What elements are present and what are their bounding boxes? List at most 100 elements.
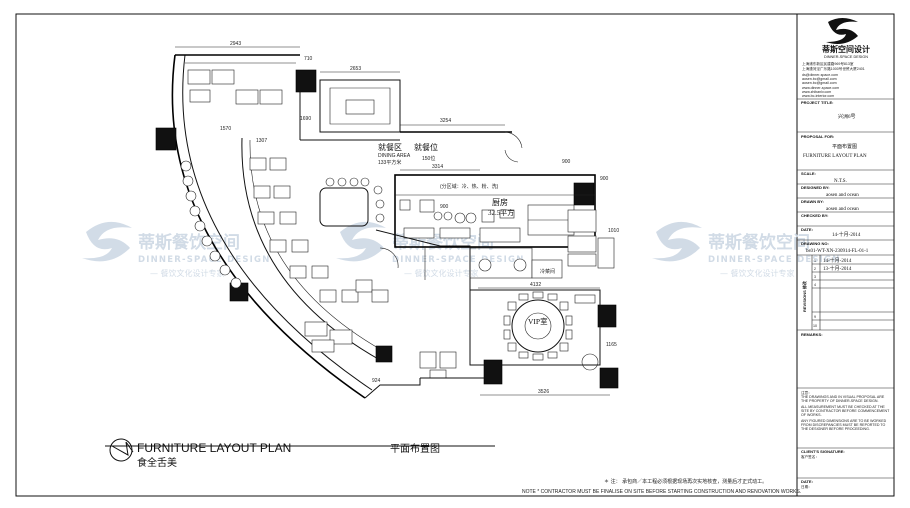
dim-text: 1165 bbox=[606, 342, 617, 348]
column bbox=[597, 304, 617, 328]
dim-text: 900 bbox=[562, 159, 571, 165]
drawing-no-value: bs01-WT-XN-230914-FL-01-1 bbox=[806, 249, 869, 254]
drawn-by-value: aosen and ocean bbox=[826, 207, 859, 212]
watermark-brand: 蒂斯餐饮空间 bbox=[138, 232, 240, 253]
watermark-slogan: — 餐饮文化设计专家 bbox=[404, 268, 479, 278]
remarks-text: 注意： THE DRAWINGS AND IN VISUAL PROPOSAL … bbox=[801, 390, 890, 431]
seats-count: 150位 bbox=[422, 155, 435, 162]
watermark-slogan: — 餐饮文化设计专家 bbox=[720, 268, 795, 278]
watermark-logo-icon bbox=[82, 221, 132, 262]
seats-label: 就餐位 bbox=[414, 142, 438, 152]
watermark-logo-icon bbox=[336, 221, 386, 262]
vip-round-table bbox=[511, 299, 565, 353]
web-line: www.bc-interior.com bbox=[802, 94, 834, 98]
kitchen-label: 厨房 bbox=[492, 197, 508, 207]
dining-area-size: 133平方米 bbox=[378, 159, 401, 166]
project-title-value: 兴洲6号 bbox=[838, 113, 856, 120]
revisions-label: REVISIONS 修改 bbox=[801, 281, 807, 312]
curved-booths bbox=[249, 157, 389, 303]
door-swing bbox=[379, 247, 399, 269]
email-line: aosen.bc@gmail.com bbox=[802, 77, 837, 81]
door-swing bbox=[504, 149, 519, 163]
proposal-label: PROPOSAL FOR: bbox=[801, 134, 834, 139]
revision-date: 13-十月-2014 bbox=[823, 265, 852, 272]
dim-text: 1307 bbox=[256, 138, 267, 144]
web-line: www.zhibanlv.com bbox=[802, 90, 831, 94]
column bbox=[375, 345, 393, 363]
watermark-brand-en: DINNER-SPACE DESIGN bbox=[392, 255, 525, 265]
remark-line: FROM DISCREPANCIES MUST BE REPORTED TO bbox=[801, 423, 886, 427]
vip-room-wall bbox=[469, 289, 601, 366]
remark-line: 注意： bbox=[801, 390, 812, 395]
email-line: ds@dinner-space.com bbox=[802, 73, 838, 77]
watermark-slogan: — 餐饮文化设计专家 bbox=[150, 268, 225, 278]
designed-by-label: DESIGNED BY: bbox=[801, 185, 830, 190]
project-title-label: PROJECT TITLE: bbox=[801, 100, 833, 105]
watermark-brand: 蒂斯餐饮空间 bbox=[708, 232, 810, 253]
drawn-by-label: DRAWN BY: bbox=[801, 199, 824, 204]
date-value: 14-十月-2014 bbox=[832, 231, 861, 238]
address-line: 上海漕河泾广乐路1000号世贸大厦2401 bbox=[802, 66, 865, 71]
company-logo-icon bbox=[826, 18, 858, 44]
scale-label: SCALE: bbox=[801, 171, 816, 176]
client-signature-sub: 客户签名： bbox=[801, 454, 819, 459]
dim-text: 710 bbox=[304, 56, 313, 62]
column bbox=[573, 182, 595, 206]
revision-no: 4 bbox=[814, 283, 816, 287]
remark-line: THE DESIGNER BEFORE PROCEEDING. bbox=[801, 427, 870, 431]
column bbox=[295, 69, 317, 93]
remark-line: ANY FIGURED DIMENSIONS ARE TO BE WORKED bbox=[801, 419, 887, 423]
checked-by-label: CHECKED BY: bbox=[801, 213, 828, 218]
proposal-cn: 平面布置图 bbox=[832, 143, 857, 150]
dim-text: 2943 bbox=[230, 41, 241, 47]
company-name-en: DINNER-SPACE DESIGN bbox=[824, 55, 868, 59]
dining-area-en: DINING AREA bbox=[378, 153, 411, 159]
counter-stools bbox=[180, 160, 242, 289]
company-name-cn: 蒂斯空间设计 bbox=[822, 44, 870, 54]
client-signature-label: CLIENT'S SIGNATURE: bbox=[801, 449, 845, 454]
column bbox=[155, 127, 177, 151]
dim-text: 4132 bbox=[530, 282, 541, 288]
designed-by-value: aosen and ocean bbox=[826, 193, 859, 198]
kitchen-size: 32.5平方 bbox=[488, 208, 514, 217]
remark-line: OF WORKS. bbox=[801, 413, 822, 417]
dim-text: 1690 bbox=[300, 116, 311, 122]
remark-line: THE PROPERTY OF DINNER-SPACE DESIGN. bbox=[801, 399, 878, 403]
tb-date-sub: 日期： bbox=[801, 484, 812, 489]
dining-area-label: 就餐区 bbox=[378, 142, 402, 152]
column bbox=[599, 367, 619, 389]
email-line: aosen.bc@gmail.com bbox=[802, 81, 837, 85]
vip-room-label: VIP室 bbox=[528, 316, 548, 326]
watermark-brand-en: DINNER-SPACE DESIGN bbox=[138, 255, 271, 265]
revision-no: 10 bbox=[813, 324, 817, 328]
plan-title-cn: 平面布置图 bbox=[390, 443, 440, 455]
watermark-logo-icon bbox=[652, 221, 702, 262]
bar-counter bbox=[319, 187, 369, 227]
vip-chairs bbox=[503, 291, 573, 361]
revision-no: 1 bbox=[814, 259, 816, 263]
watermark-brand-en: DINNER-SPACE DESIGN bbox=[708, 255, 841, 265]
revisions-table: 1 14-十月-2014 2 13-十月-2014 3 4 9 10 bbox=[812, 257, 894, 328]
column bbox=[483, 359, 503, 385]
scale-value: N.T.S. bbox=[834, 179, 847, 184]
revision-no: 2 bbox=[814, 267, 816, 271]
kitchen-note: (分区域：冷、热、粉、洗) bbox=[440, 183, 499, 190]
remarks-label: REMARKS: bbox=[801, 332, 823, 337]
web-line: www.dinner-space.com bbox=[802, 86, 839, 90]
plan-title: FURNITURE LAYOUT PLAN 平面布置图 食全舌美 bbox=[105, 438, 495, 469]
brand-name: 食全舌美 bbox=[137, 456, 177, 469]
remark-line: ALL MEASUREMENT MUST BE CHECKED AT THE bbox=[801, 405, 885, 409]
dim-text: 3254 bbox=[440, 118, 451, 124]
outer-booths bbox=[187, 69, 353, 353]
contractor-note-en: NOTE * CONTRACTOR MUST BE FINALISE ON SI… bbox=[522, 489, 801, 495]
date-label: DATE: bbox=[801, 227, 813, 232]
watermark-left: 蒂斯餐饮空间 DINNER-SPACE DESIGN — 餐饮文化设计专家 bbox=[82, 221, 271, 278]
proposal-en: FURNITURE LAYOUT PLAN bbox=[803, 154, 867, 159]
revision-no: 3 bbox=[814, 275, 816, 279]
dim-text: 2653 bbox=[350, 66, 361, 72]
floor-plan: 就餐区 DINING AREA 133平方米 就餐位 150位 (分区域：冷、热… bbox=[155, 41, 619, 399]
watermark-right: 蒂斯餐饮空间 DINNER-SPACE DESIGN — 餐饮文化设计专家 bbox=[652, 221, 841, 278]
drawing-no-label: DRAWING NO: bbox=[801, 241, 829, 246]
title-block: 蒂斯空间设计 DINNER-SPACE DESIGN 上海浦东新区民建路969号… bbox=[797, 18, 894, 489]
